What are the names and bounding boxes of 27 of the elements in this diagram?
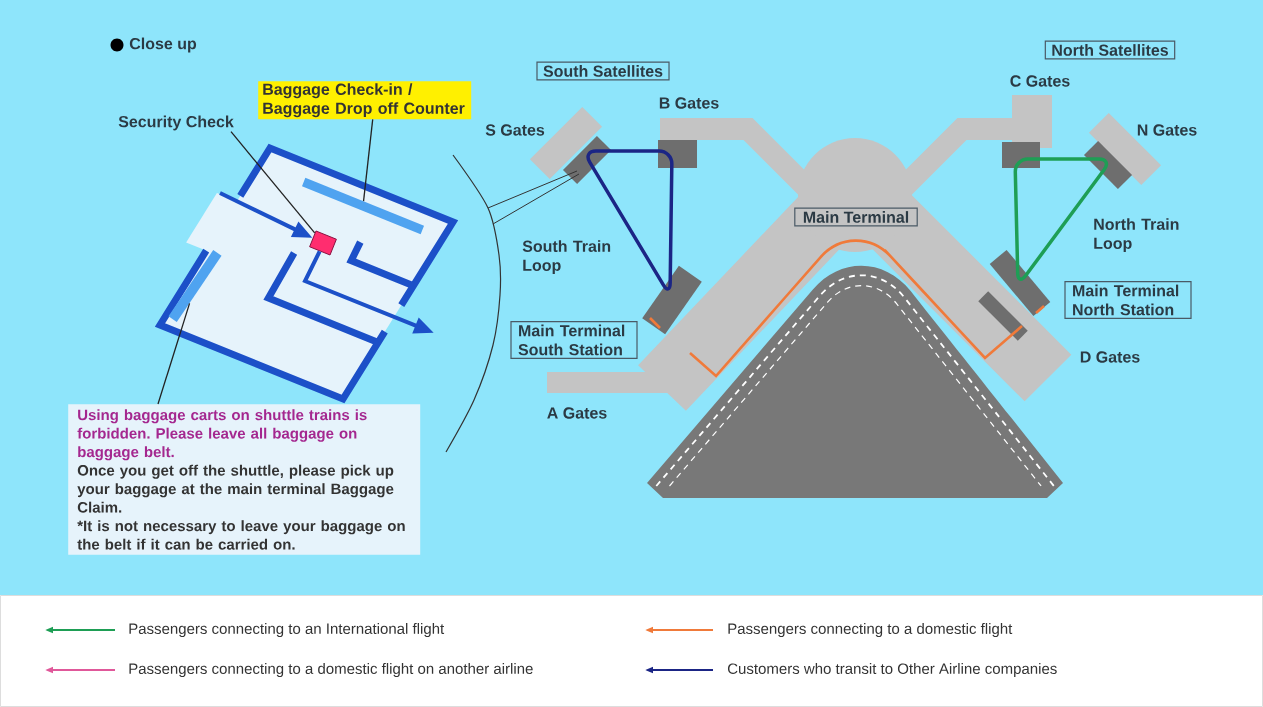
baggage-belt [168, 250, 222, 322]
label-box: South Satellites [536, 61, 670, 81]
label-box: North Satellites [1044, 40, 1176, 60]
legend-label: Passengers connecting to an International flight [129, 623, 445, 637]
label-box: Main Terminal South Station [510, 321, 638, 359]
label-box: Main Terminal North Station [1064, 281, 1192, 319]
loop-label: North Train Loop [1094, 218, 1179, 253]
legend-label: Customers who transit to Other Airline companies [727, 663, 1057, 677]
leader-line [157, 302, 191, 405]
callout-label: Security Check [118, 115, 234, 131]
gate-label: A Gates [547, 407, 607, 419]
loop-label: South Train Loop [522, 240, 611, 275]
gate-label: N Gates [1137, 124, 1197, 136]
leader-line [230, 131, 316, 234]
legend-label: Passengers connecting to a domestic flight on another airline [129, 663, 533, 677]
gate-label: B Gates [659, 97, 719, 109]
security-box [309, 230, 337, 256]
note-box: Using baggage carts on shuttle trains is forbidden. Please leave all baggage on baggage belt. Once you get off the shuttle, please pick up your baggage at the main terminal Baggage Claim. *It is not necessary to leave your baggage on the belt if it can be carried on. [68, 404, 421, 555]
gate-label: S Gates [485, 124, 545, 136]
gate-label: D Gates [1080, 351, 1140, 363]
counter-bar [302, 177, 425, 235]
close-up-label: Close up [129, 37, 197, 53]
callout-label: Baggage Check-in / Baggage Drop off Counter [258, 81, 472, 120]
label-box: Main Terminal [794, 207, 918, 227]
legend-label: Passengers connecting to a domestic flight [728, 623, 1013, 637]
gate-label: C Gates [1010, 75, 1070, 87]
leader-line [362, 118, 374, 202]
